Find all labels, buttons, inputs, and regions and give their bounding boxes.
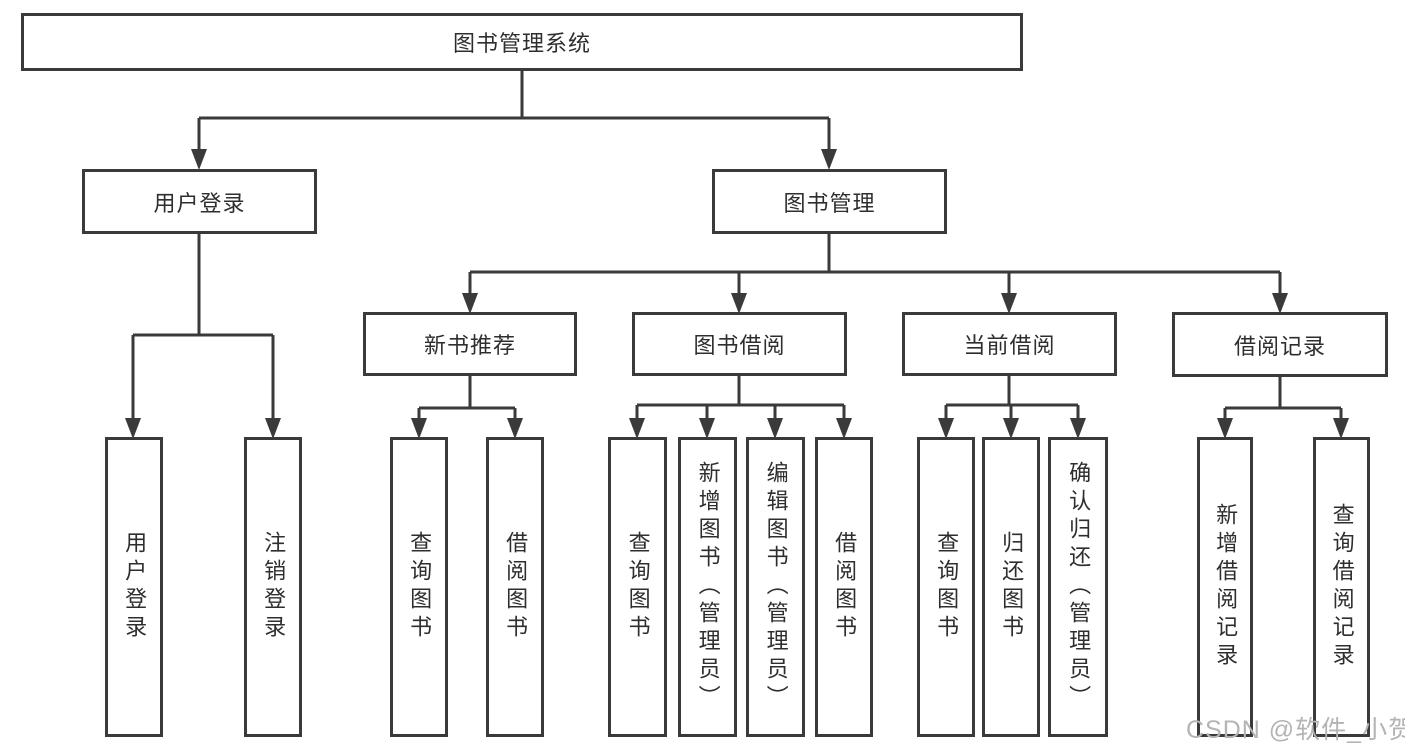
arrowheads-new-book-leaves <box>411 418 523 439</box>
node-current-borrowing: 当前借阅 <box>902 312 1117 376</box>
leaf-label: 查询借阅记录 <box>1329 503 1355 671</box>
leaf-query-books-current: 查询图书 <box>917 437 975 737</box>
connector-book-borrowing-to-leaves <box>635 376 846 421</box>
connector-root-to-level2 <box>197 71 831 152</box>
node-label: 当前借阅 <box>963 333 1056 358</box>
node-label: 图书管理 <box>783 190 876 216</box>
node-user-login: 用户登录 <box>82 169 317 234</box>
leaf-label: 查询图书 <box>625 531 651 643</box>
node-new-book-recommendation: 新书推荐 <box>363 312 577 376</box>
leaf-query-borrow-record: 查询借阅记录 <box>1313 437 1370 737</box>
leaf-user-login: 用户登录 <box>105 437 163 737</box>
node-book-borrowing: 图书借阅 <box>632 312 847 376</box>
leaf-borrow-books: 借阅图书 <box>815 437 873 737</box>
leaf-label: 借阅图书 <box>503 531 529 643</box>
leaf-label: 查询图书 <box>934 531 960 643</box>
leaf-label: 确认归还（管理员） <box>1066 461 1092 713</box>
leaf-label: 新增借阅记录 <box>1213 503 1239 671</box>
node-label: 图书管理系统 <box>452 31 591 56</box>
arrowheads-level2 <box>191 149 837 170</box>
connector-user-login-to-leaves <box>131 234 275 421</box>
leaf-logout: 注销登录 <box>244 437 302 737</box>
leaf-edit-book-admin: 编辑图书（管理员） <box>746 437 805 737</box>
arrowheads-current-borrowing-leaves <box>938 418 1086 439</box>
node-book-management: 图书管理 <box>712 169 947 234</box>
leaf-confirm-return-admin: 确认归还（管理员） <box>1048 437 1108 737</box>
leaf-add-borrow-record: 新增借阅记录 <box>1197 437 1253 737</box>
leaf-label: 注销登录 <box>261 531 287 643</box>
connector-new-book-to-leaves <box>417 376 517 421</box>
leaf-label: 归还图书 <box>999 531 1025 643</box>
connector-book-management-to-level3 <box>468 234 1282 296</box>
connector-current-borrowing-to-leaves <box>944 376 1080 421</box>
node-label: 用户登录 <box>153 190 246 216</box>
connector-borrowing-records-to-leaves <box>1223 376 1343 421</box>
node-book-management-system: 图书管理系统 <box>21 13 1023 71</box>
leaf-borrow-books-recommend: 借阅图书 <box>486 437 544 737</box>
leaf-label: 新增图书（管理员） <box>695 461 721 713</box>
leaf-query-books-recommend: 查询图书 <box>390 437 448 737</box>
leaf-query-books-borrowing: 查询图书 <box>608 437 667 737</box>
arrowheads-book-borrowing-leaves <box>629 418 852 439</box>
node-label: 借阅记录 <box>1233 333 1326 359</box>
leaf-label: 借阅图书 <box>832 531 858 643</box>
leaf-label: 编辑图书（管理员） <box>763 461 789 713</box>
csdn-watermark: CSDN @软件_小贺同学 <box>1186 716 1405 744</box>
leaf-label: 用户登录 <box>122 531 148 643</box>
leaf-add-book-admin: 新增图书（管理员） <box>678 437 737 737</box>
arrowheads-user-login-leaves <box>125 418 281 439</box>
arrowheads-level3 <box>462 293 1288 314</box>
node-label: 图书借阅 <box>693 333 786 358</box>
node-label: 新书推荐 <box>423 333 516 358</box>
leaf-return-books: 归还图书 <box>982 437 1040 737</box>
node-borrowing-records: 借阅记录 <box>1172 312 1388 377</box>
leaf-label: 查询图书 <box>407 531 433 643</box>
arrowheads-borrowing-records-leaves <box>1217 418 1349 439</box>
